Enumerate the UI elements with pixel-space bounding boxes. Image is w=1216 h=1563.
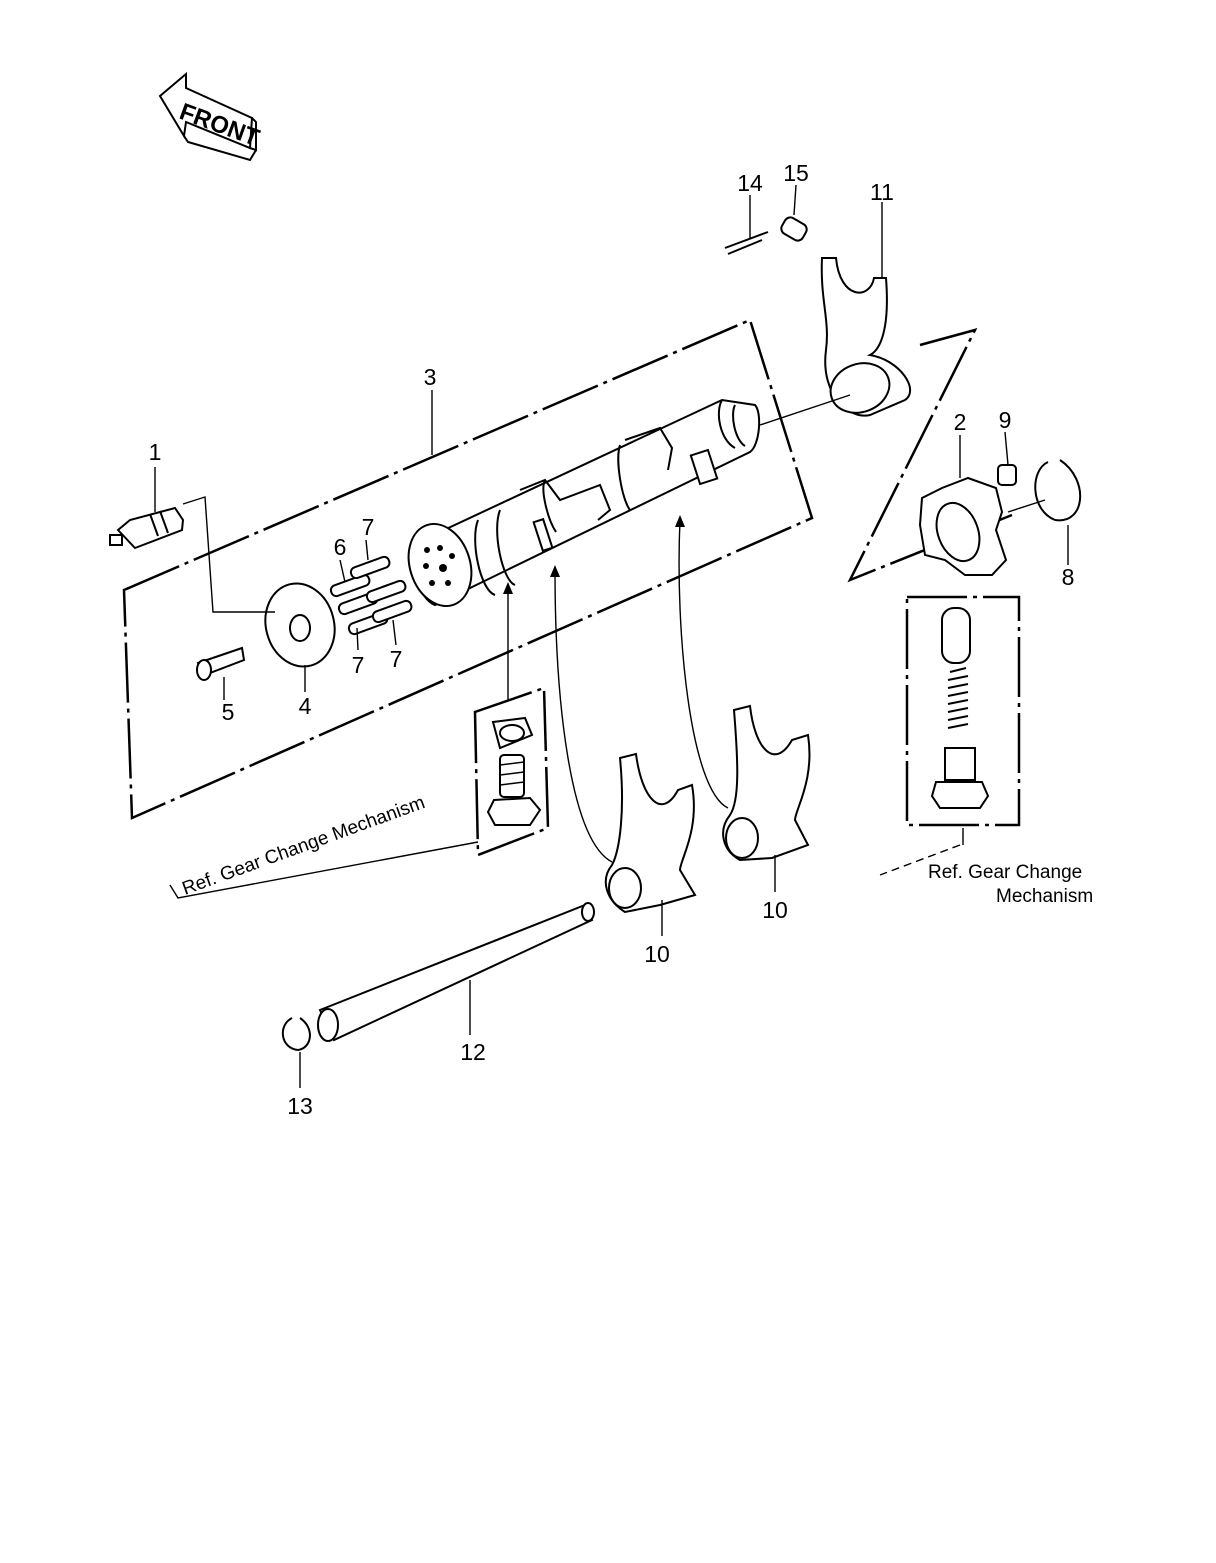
part-label-2: 2: [954, 409, 967, 435]
part-2-cam: [918, 476, 1008, 576]
ref-gear-change-right-line1: Ref. Gear Change: [928, 862, 1082, 883]
part-label-12: 12: [460, 1039, 486, 1065]
part-label-5: 5: [222, 699, 235, 725]
part-label-6: 6: [334, 534, 347, 560]
shift-drum: [407, 398, 761, 608]
part-label-14: 14: [737, 170, 763, 196]
detent-left-assembly: [486, 716, 542, 826]
part-5-screw: [196, 646, 246, 681]
part-12-fork-shaft: [317, 902, 595, 1042]
part-label-7: 7: [390, 646, 403, 672]
part-1-neutral-switch: [109, 506, 185, 550]
part-label-13: 13: [287, 1093, 313, 1119]
ref-gear-change-left: Ref. Gear Change Mechanism: [180, 792, 428, 900]
part-label-11: 11: [870, 179, 894, 205]
assembly-box-part-3: [122, 318, 814, 820]
detent-box-right: [905, 595, 1021, 827]
part-label-7: 7: [362, 514, 375, 540]
part-8-circlip: [1034, 459, 1082, 522]
part-14-cotter-pin: [724, 231, 769, 255]
part-label-1: 1: [149, 439, 162, 465]
part-4-cam-plate: [264, 582, 336, 668]
part-label-10: 10: [644, 941, 670, 967]
front-direction-arrow-icon: FRONT: [158, 71, 263, 162]
part-13-circlip: [282, 1017, 311, 1052]
detent-box-left: [473, 686, 550, 857]
part-label-4: 4: [299, 693, 312, 719]
part-label-9: 9: [999, 407, 1012, 433]
part-label-8: 8: [1062, 564, 1075, 590]
part-10-shift-fork-right: [722, 704, 811, 862]
part-6-7-pins: [329, 555, 413, 636]
part-label-7: 7: [352, 652, 365, 678]
part-10-shift-fork-left: [604, 752, 697, 914]
part-label-10: 10: [762, 897, 788, 923]
ref-gear-change-right-line2: Mechanism: [996, 886, 1093, 907]
part-11-shift-fork: [820, 257, 911, 417]
detent-right-assembly: [930, 607, 990, 809]
part-15-pin: [780, 216, 808, 242]
part-9-pin: [997, 464, 1017, 486]
part-label-15: 15: [783, 160, 809, 186]
part-label-3: 3: [424, 364, 437, 390]
leader-lines: [154, 184, 1069, 1088]
